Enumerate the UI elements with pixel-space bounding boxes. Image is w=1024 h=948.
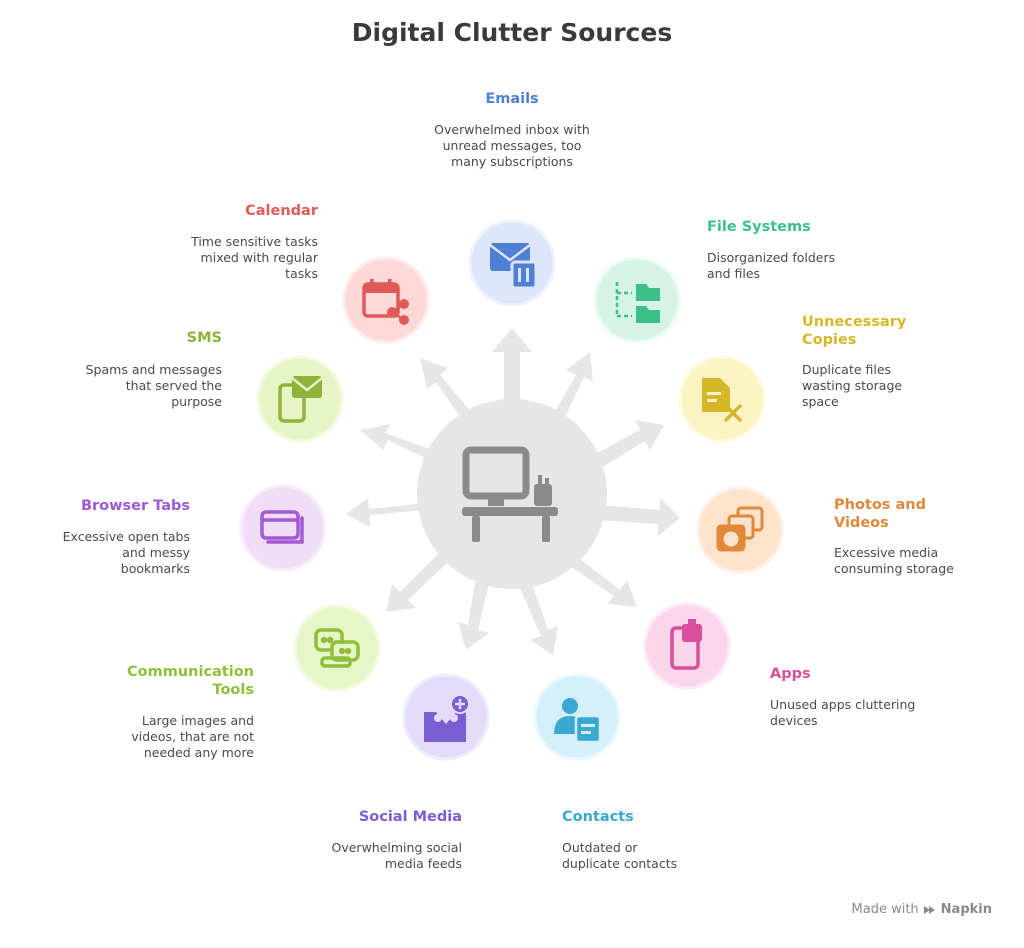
label-contacts: Contacts [562, 809, 634, 825]
footer-brand: Napkin [940, 902, 992, 917]
file-delete-icon [702, 378, 742, 422]
label-sms: SMS [186, 330, 222, 346]
arrow-comm [386, 550, 450, 612]
arrow-sms [360, 424, 446, 465]
label-comm-tools: Communication Tools [126, 664, 254, 698]
arrow-contacts [518, 578, 558, 655]
footer-credit: Made with Napkin [852, 902, 992, 917]
node-comm-tools [293, 604, 381, 692]
chat-bubbles-icon [314, 628, 360, 668]
desc-contacts: Outdated or duplicate contacts [562, 840, 678, 871]
label-social: Social Media [358, 809, 462, 825]
photo-stack-icon [716, 506, 764, 552]
footer-prefix: Made with [851, 902, 919, 917]
folder-tree-icon [615, 282, 660, 323]
arrow-social [458, 577, 490, 650]
desc-calendar: Time sensitive tasks mixed with regular … [191, 234, 318, 281]
label-emails: Emails [485, 91, 539, 107]
label-file-systems: File Systems [707, 219, 811, 235]
label-unnecessary-copies: Unnecessary Copies [802, 314, 907, 348]
browser-tabs-icon [260, 510, 304, 544]
desc-photos: Excessive media consuming storage [834, 545, 954, 576]
email-trash-icon [489, 243, 538, 290]
computer-desk-icon [462, 446, 558, 542]
node-social [402, 673, 490, 761]
node-file-systems [593, 256, 681, 344]
phone-app-icon [670, 619, 702, 670]
label-photos: Photos and Videos [834, 497, 926, 531]
arrow-apps [568, 555, 637, 607]
node-unnecessary-copies [678, 355, 766, 443]
label-browser-tabs: Browser Tabs [80, 498, 190, 514]
arrow-calendar [420, 358, 478, 428]
arrow-browser [346, 498, 425, 527]
desc-social: Overwhelming social media feeds [331, 840, 463, 871]
calendar-share-icon [362, 279, 409, 325]
desc-file-systems: Disorganized folders and files [707, 250, 836, 281]
arrow-photos [598, 498, 680, 536]
node-browser-tabs [239, 484, 327, 572]
label-apps: Apps [770, 666, 811, 682]
arrows-group [346, 328, 680, 655]
desc-sms: Spams and messages that served the purpo… [85, 362, 222, 409]
phone-message-icon [278, 376, 323, 423]
desc-comm-tools: Large images and videos, that are not ne… [131, 713, 254, 760]
desc-apps: Unused apps cluttering devices [770, 697, 916, 728]
desc-browser-tabs: Excessive open tabs and messy bookmarks [62, 529, 190, 576]
label-calendar: Calendar [245, 203, 318, 219]
social-inbox-icon [424, 694, 470, 742]
node-contacts [533, 673, 621, 761]
desc-emails: Overwhelmed inbox with unread messages, … [434, 122, 590, 169]
node-sms [256, 355, 344, 443]
node-emails [468, 219, 556, 307]
page-title: Digital Clutter Sources [351, 18, 673, 47]
node-photos [696, 486, 784, 574]
desc-unnecessary-copies: Duplicate files wasting storage space [802, 362, 903, 409]
node-calendar [342, 256, 430, 344]
napkin-logo-icon [923, 905, 935, 914]
contact-card-icon [554, 698, 602, 744]
node-apps [643, 602, 731, 690]
arrow-emails [492, 328, 532, 420]
